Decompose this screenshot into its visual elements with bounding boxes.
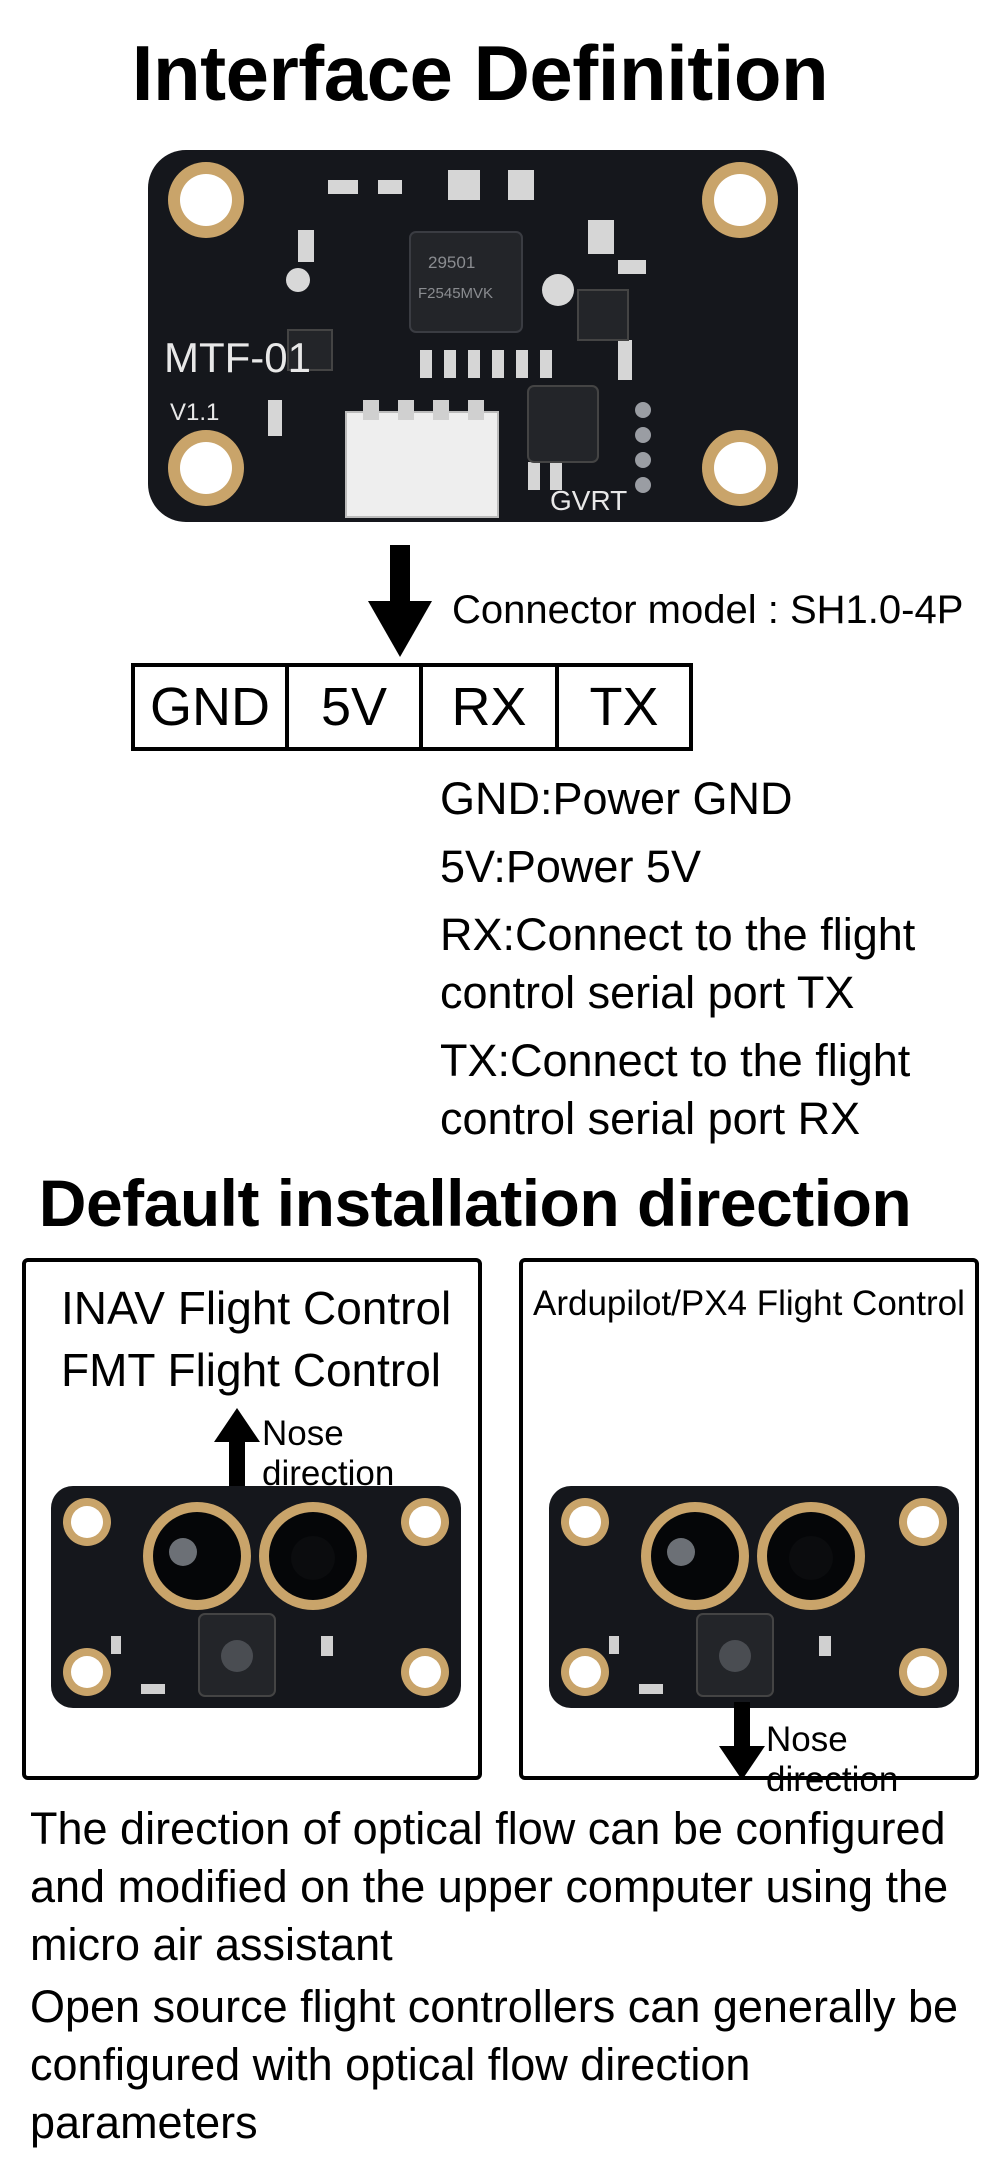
up-arrow-icon [214,1408,260,1491]
nose-direction-label: Nose direction [262,1414,395,1493]
connector-model-label: Connector model : SH1.0-4P [452,588,964,632]
inav-fmt-panel: INAV Flight Control FMT Flight Control N… [22,1258,482,1780]
board-version-label: V1.1 [170,399,219,426]
note-paragraph: The direction of optical flow can be con… [30,1800,980,1974]
note-line: configured with optical flow direction [30,2039,751,2090]
notes: The direction of optical flow can be con… [30,1800,980,2156]
pin-descriptions: GND:Power GND 5V:Power 5V RX:Connect to … [440,770,915,1158]
panel-title: INAV Flight Control FMT Flight Control [61,1277,451,1401]
sensor-board-image [51,1486,461,1713]
panel-title-line: FMT Flight Control [61,1344,442,1396]
pin-cell-5v: 5V [289,667,423,747]
board-chip-line1: 29501 [428,253,475,272]
note-line: Open source flight controllers can gener… [30,1981,959,2032]
pin-description-line: control serial port TX [440,967,855,1018]
note-line: The direction of optical flow can be con… [30,1803,946,1854]
pin-description: 5V:Power 5V [440,838,915,896]
pin-description: RX:Connect to the flight control serial … [440,906,915,1022]
pin-description-line: RX:Connect to the flight [440,909,916,960]
pin-table: GND 5V RX TX [131,663,693,751]
pin-description: GND:Power GND [440,770,915,828]
pin-description-line: control serial port RX [440,1093,861,1144]
down-arrow-icon [719,1702,765,1785]
panel-title: Ardupilot/PX4 Flight Control [533,1284,965,1323]
board-brand-label: GVRT [550,485,627,516]
board-model-label: MTF-01 [164,334,311,381]
mounting-hole-icon [702,162,778,238]
pin-cell-tx: TX [589,677,659,737]
pin-description-line: GND:Power GND [440,773,793,824]
mounting-hole-icon [168,430,244,506]
note-line: and modified on the upper computer using… [30,1861,949,1912]
pin-description: TX:Connect to the flight control serial … [440,1032,915,1148]
mounting-hole-icon [168,162,244,238]
sensor-board-image [549,1486,959,1713]
installation-heading: Default installation direction [38,1166,912,1240]
page-title: Interface Definition [131,29,829,117]
pin-description-line: TX:Connect to the flight [440,1035,911,1086]
pin-description-line: 5V:Power 5V [440,841,701,892]
pin-cell-gnd: GND [135,667,289,747]
ardupilot-px4-panel: Ardupilot/PX4 Flight Control Nose direct… [519,1258,979,1799]
board-chip-line2: F2545MVK [418,285,493,302]
mounting-hole-icon [702,430,778,506]
note-paragraph: Open source flight controllers can gener… [30,1978,980,2152]
pin-cell-rx: RX [423,667,559,747]
down-arrow-icon [368,545,432,657]
sensor-board-image: 29501 F2545MVK MTF-01 V1.1 GVRT [148,150,798,522]
nose-direction-label: Nose direction [766,1720,899,1799]
panel-title-line: INAV Flight Control [61,1282,452,1334]
note-line: parameters [30,2097,258,2148]
note-line: micro air assistant [30,1919,393,1970]
